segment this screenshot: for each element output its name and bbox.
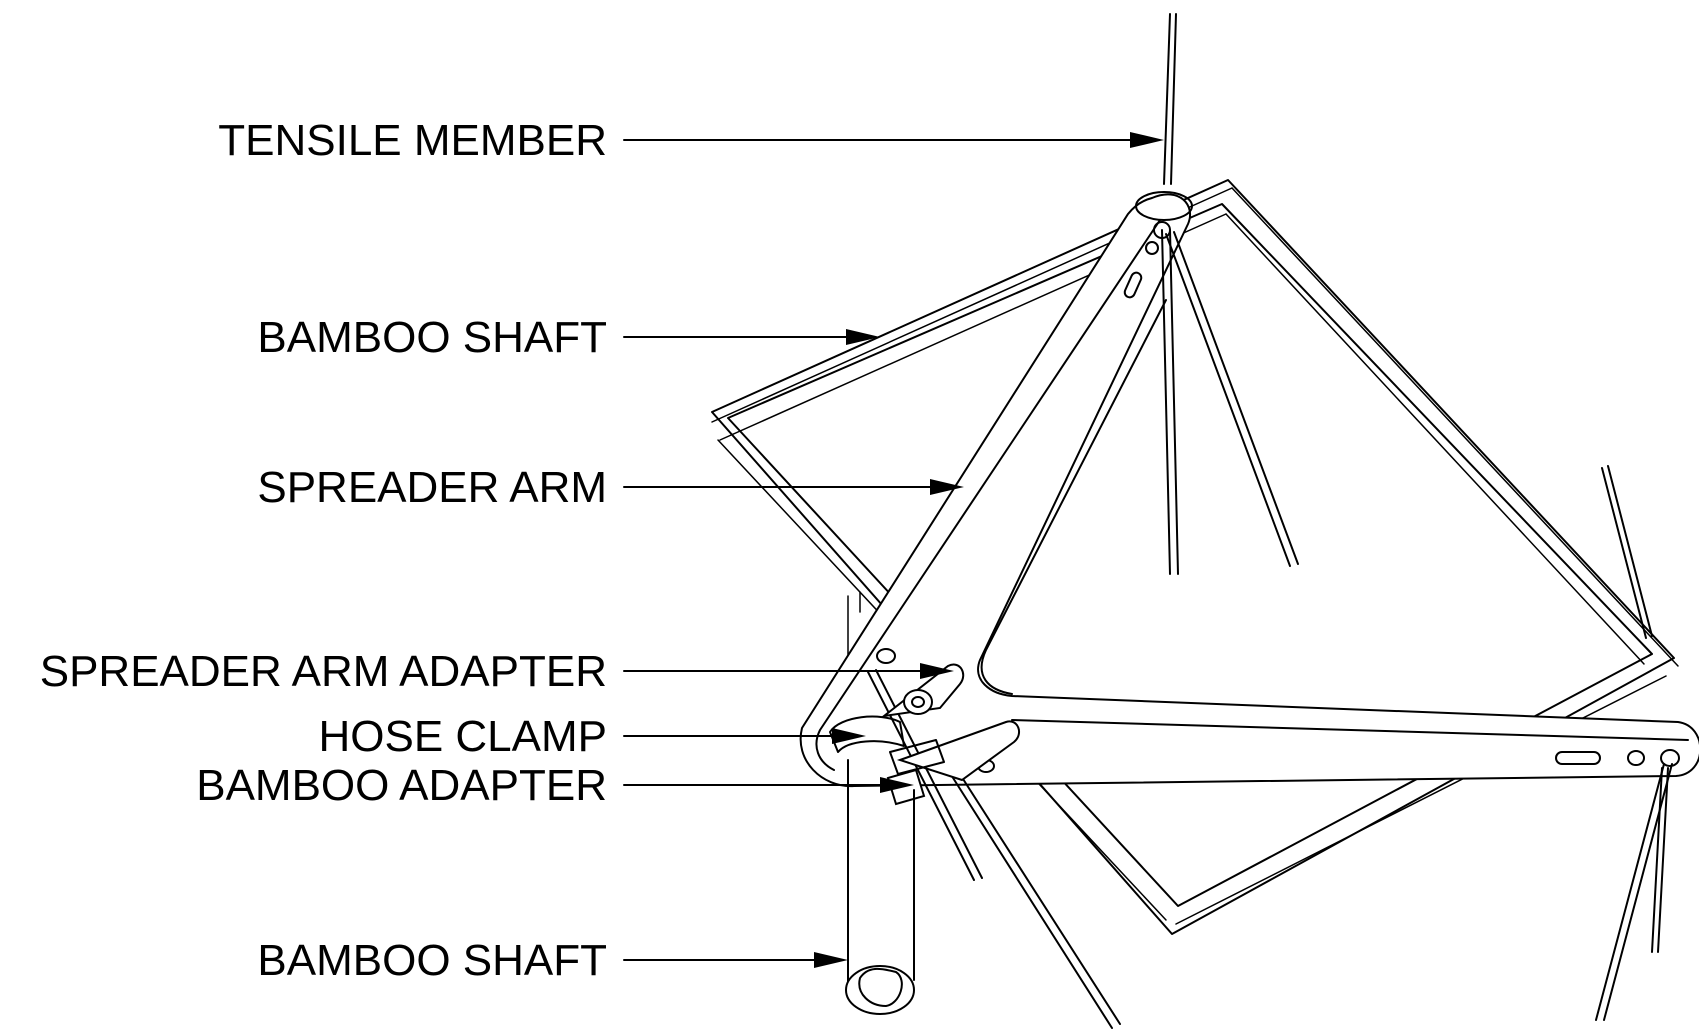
label-tensile-member: TENSILE MEMBER	[218, 116, 607, 165]
square-frame	[711, 179, 1679, 935]
callout-bamboo-shaft-bottom: BAMBOO SHAFT	[257, 936, 848, 985]
callout-bamboo-adapter: BAMBOO ADAPTER	[196, 761, 914, 810]
label-hose-clamp: HOSE CLAMP	[318, 712, 607, 761]
label-spreader-arm: SPREADER ARM	[257, 463, 607, 512]
callouts: TENSILE MEMBER BAMBOO SHAFT SPREADER ARM…	[40, 116, 1164, 985]
callout-tensile-member: TENSILE MEMBER	[218, 116, 1164, 165]
label-bamboo-adapter: BAMBOO ADAPTER	[196, 761, 607, 810]
label-spreader-arm-adapter: SPREADER ARM ADAPTER	[40, 647, 607, 696]
callout-spreader-arm: SPREADER ARM	[257, 463, 964, 512]
label-bamboo-shaft-bottom: BAMBOO SHAFT	[257, 936, 607, 985]
bamboo-shaft-lower	[845, 759, 915, 1015]
callout-hose-clamp: HOSE CLAMP	[318, 712, 866, 761]
label-bamboo-shaft-top: BAMBOO SHAFT	[257, 313, 607, 362]
callout-bamboo-shaft-top: BAMBOO SHAFT	[257, 313, 880, 362]
tensile-members	[867, 13, 1673, 1029]
callout-spreader-arm-adapter: SPREADER ARM ADAPTER	[40, 647, 954, 696]
adapter-assembly	[829, 663, 1021, 806]
